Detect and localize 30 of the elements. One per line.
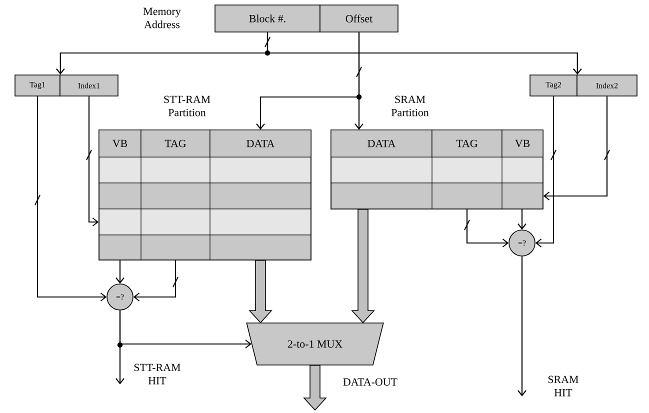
output-label: STT-RAM HIT — [134, 364, 180, 384]
header-cell: DATA — [330, 130, 432, 158]
arrow — [116, 260, 124, 284]
bus-arrow — [351, 209, 375, 324]
arrow — [543, 96, 608, 200]
arrow — [466, 209, 509, 248]
arrow — [88, 96, 99, 226]
arrow — [133, 260, 176, 302]
address-field: Offset — [320, 4, 398, 32]
header-cell: TAG — [432, 130, 502, 158]
header-cell: VB — [502, 130, 544, 158]
table-heading: SRAM Partition — [391, 96, 429, 116]
output-label: DATA-OUT — [343, 378, 398, 386]
multiplexer: 2-to-1 MUX — [246, 322, 384, 366]
arrow — [266, 32, 582, 75]
arrow — [256, 32, 360, 130]
label: Memory Address — [143, 8, 181, 28]
arrow — [36, 96, 107, 302]
table-heading: STT-RAM Partition — [164, 96, 210, 116]
address-field: Block #. — [214, 4, 320, 32]
header-cell: TAG — [140, 130, 210, 158]
arrow — [518, 256, 526, 396]
header-cell: VB — [98, 130, 142, 158]
bus-arrow — [248, 260, 272, 324]
arrow — [535, 96, 554, 248]
header-cell: DATA — [210, 130, 312, 158]
arrow — [116, 310, 124, 384]
arrow — [518, 209, 526, 230]
output-label: SRAM HIT — [548, 376, 578, 396]
bus-arrow — [303, 365, 327, 411]
